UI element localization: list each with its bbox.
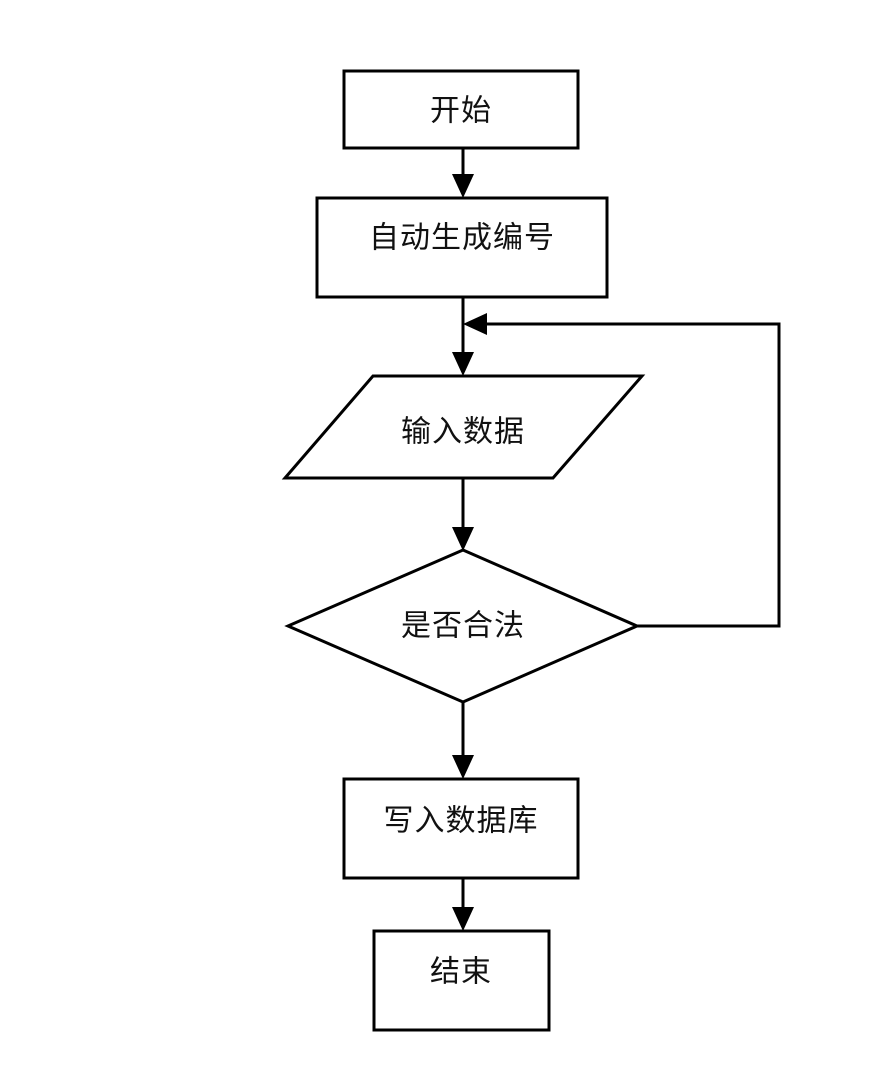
node-generate-id[interactable]: 自动生成编号: [315, 196, 609, 299]
arrow-head-icon: [452, 352, 474, 376]
node-end-shape[interactable]: [372, 929, 551, 1032]
edge-start-to-generate: [452, 148, 474, 198]
arrow-head-icon: [452, 755, 474, 779]
node-is-valid-shape[interactable]: [284, 548, 641, 704]
edge-decision-to-write: [452, 702, 474, 779]
node-end-label: 结束: [430, 956, 492, 989]
arrow-head-icon: [452, 174, 474, 198]
arrow-head-icon: [452, 907, 474, 931]
edge-input-to-decision: [452, 478, 474, 551]
node-is-valid[interactable]: 是否合法: [284, 548, 641, 704]
edge-generate-to-input: [452, 297, 474, 376]
edge-write-to-end: [452, 878, 474, 931]
node-write-db[interactable]: 写入数据库: [342, 777, 580, 880]
node-start[interactable]: 开始: [342, 69, 580, 150]
node-is-valid-label: 是否合法: [401, 610, 525, 643]
node-generate-id-label: 自动生成编号: [369, 222, 555, 255]
node-input-data-label: 输入数据: [401, 416, 525, 449]
node-end[interactable]: 结束: [372, 929, 551, 1032]
node-start-label: 开始: [430, 95, 492, 128]
arrow-head-icon: [463, 313, 487, 335]
node-input-data[interactable]: 输入数据: [281, 374, 646, 480]
node-input-data-shape[interactable]: [281, 374, 646, 480]
node-generate-id-shape[interactable]: [315, 196, 609, 299]
node-start-shape[interactable]: [342, 69, 580, 150]
edge-decision-loop-back: [463, 313, 781, 628]
node-write-db-shape[interactable]: [342, 777, 580, 880]
edge-line: [476, 322, 781, 628]
arrow-head-icon: [452, 527, 474, 551]
node-write-db-label: 写入数据库: [384, 805, 539, 838]
